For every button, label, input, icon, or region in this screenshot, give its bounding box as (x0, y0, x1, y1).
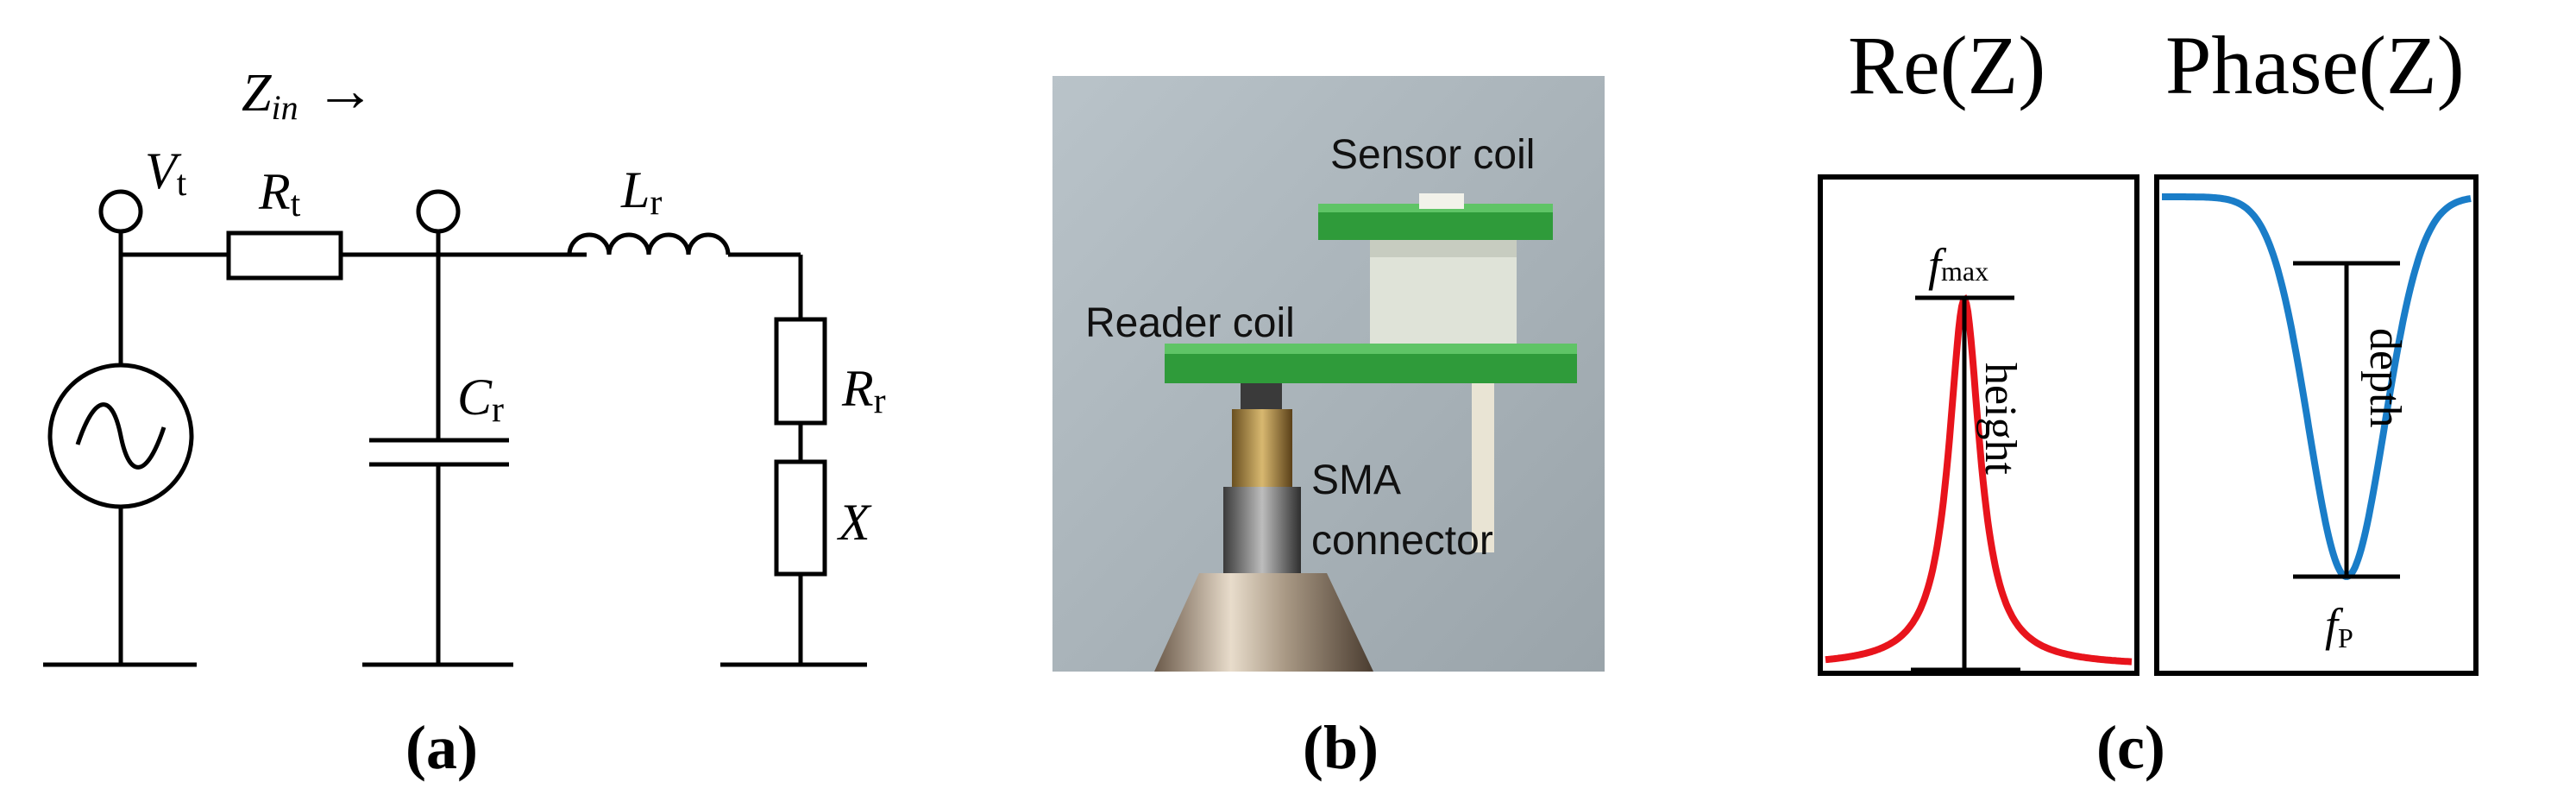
label-rr: Rr (841, 360, 886, 421)
title-re-z: Re(Z) (1848, 19, 2045, 111)
cable-base (1154, 573, 1373, 672)
panel-c-curves: Re(Z) Phase(Z) fmax height fP depth (c) (1794, 0, 2576, 792)
label-depth: depth (2360, 328, 2410, 428)
label-sma: SMA (1311, 457, 1401, 503)
terminal-vt (98, 189, 143, 234)
label-fmax: fmax (1928, 239, 1989, 291)
resistor-rt (226, 230, 343, 281)
inductor-lr (567, 232, 731, 256)
caption-a: (a) (405, 713, 478, 782)
label-zin: Zin (242, 64, 298, 127)
label-lr: Lr (620, 161, 662, 223)
reactance-x (774, 459, 827, 577)
panel-a-circuit: Zin → Vt Rt Cr Lr Rr X (a) (0, 0, 1001, 792)
terminal-mid (416, 189, 461, 234)
spacer (1370, 240, 1517, 349)
sma-connector (1232, 409, 1292, 487)
re-z-curve (1825, 294, 2133, 666)
sensor-photo: Sensor coil Reader coil SMA connector (b… (1052, 76, 1605, 782)
phase-z-curve (2162, 193, 2472, 580)
label-rt: Rt (258, 163, 301, 224)
label-x: X (837, 494, 872, 551)
caption-c: (c) (2096, 713, 2165, 782)
phase-z-plot-frame (2154, 174, 2479, 676)
circuit-diagram: Zin → Vt Rt Cr Lr Rr X (a) (43, 58, 886, 782)
label-fp: fP (2325, 599, 2353, 653)
label-sensor-coil: Sensor coil (1330, 132, 1535, 178)
title-phase-z: Phase(Z) (2165, 19, 2465, 111)
label-vt: Vt (145, 142, 187, 204)
impedance-sketch: Re(Z) Phase(Z) fmax height fP depth (c) (1818, 19, 2479, 782)
panel-b-photo: Sensor coil Reader coil SMA connector (b… (1052, 0, 1656, 792)
label-height: height (1976, 363, 2025, 476)
caption-b: (b) (1303, 713, 1379, 782)
zin-arrow-icon: → (315, 58, 375, 124)
label-connector: connector (1311, 518, 1493, 564)
re-z-plot-frame (1818, 174, 2139, 676)
resistor-rr (774, 317, 827, 426)
label-cr: Cr (457, 369, 504, 430)
label-reader-coil: Reader coil (1085, 300, 1295, 346)
sensor-pin (1472, 383, 1494, 552)
